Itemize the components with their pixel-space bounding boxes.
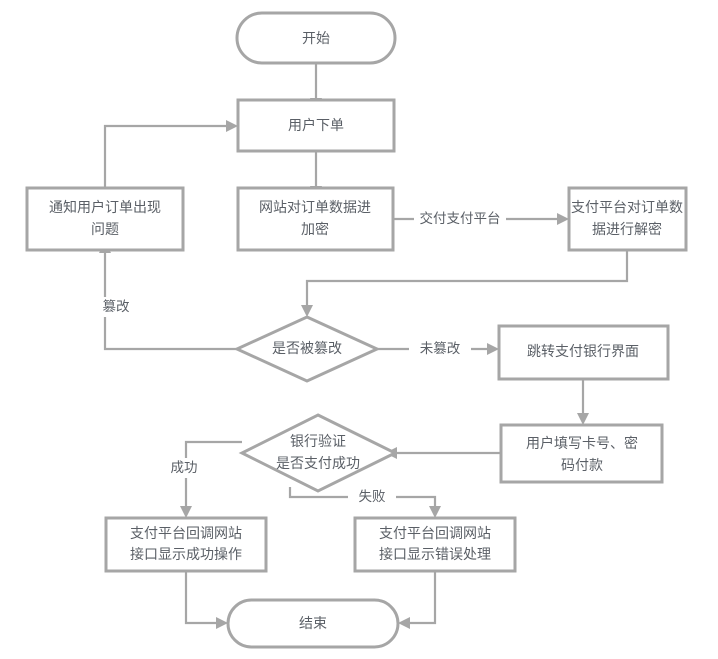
edge-callback-success-to-end xyxy=(184,571,228,629)
not-tampered-label: 未篡改 xyxy=(420,340,461,357)
node-callback-success[interactable]: 支付平台回调网站 接口显示成功操作 xyxy=(104,516,268,573)
site-encrypt-label-line2: 加密 xyxy=(301,221,329,238)
edge-jump-bank-to-fill-card xyxy=(577,379,589,425)
edge-label-deliver-platform: 交付支付平台 xyxy=(414,209,506,229)
notify-problem-shape xyxy=(25,186,185,252)
start-shape xyxy=(235,11,397,65)
user-order-label: 用户下单 xyxy=(288,117,344,134)
callback-success-shape xyxy=(104,516,268,573)
node-site-encrypt[interactable]: 网站对订单数据进 加密 xyxy=(236,186,395,252)
node-tampered-check[interactable]: 是否被篡改 xyxy=(233,315,381,383)
deliver-platform-label-bg xyxy=(414,209,506,229)
failure-label: 失败 xyxy=(359,489,386,505)
not-tampered-label-bg xyxy=(409,339,471,359)
node-user-order[interactable]: 用户下单 xyxy=(236,98,396,153)
fill-card-label-line2: 码付款 xyxy=(561,458,603,474)
site-encrypt-label-line1: 网站对订单数据进 xyxy=(259,200,371,216)
platform-decrypt-label-line2: 据进行解密 xyxy=(592,221,662,238)
notify-problem-label-line2: 问题 xyxy=(91,222,119,238)
bank-verify-label-line1: 银行验证 xyxy=(290,434,346,450)
edge-label-failure: 失败 xyxy=(348,487,396,507)
success-label: 成功 xyxy=(171,460,198,476)
notify-problem-label-line1: 通知用户订单出现 xyxy=(49,199,161,216)
deliver-platform-label: 交付支付平台 xyxy=(420,210,501,227)
edge-label-tampered: 篡改 xyxy=(92,297,140,317)
edge-label-layer: 交付支付平台 篡改 未篡改 成功 失败 xyxy=(92,209,506,507)
edge-fill-card-to-bank-verify xyxy=(385,447,501,459)
node-jump-bank[interactable]: 跳转支付银行界面 xyxy=(497,324,670,381)
platform-decrypt-label-line1: 支付平台对订单数 xyxy=(571,200,683,216)
fill-card-shape xyxy=(499,423,664,484)
bank-verify-label-line2: 是否支付成功 xyxy=(276,456,360,472)
site-encrypt-shape xyxy=(236,186,395,252)
failure-label-bg xyxy=(348,487,396,507)
end-shape xyxy=(226,598,400,649)
jump-bank-label: 跳转支付银行界面 xyxy=(527,344,639,360)
edge-label-not-tampered: 未篡改 xyxy=(409,339,471,359)
edge-success-to-callback-success xyxy=(180,440,242,518)
node-callback-error[interactable]: 支付平台回调网站 接口显示错误处理 xyxy=(353,516,517,573)
callback-error-shape xyxy=(353,516,517,573)
platform-decrypt-shape xyxy=(567,186,688,252)
edge-platform-decrypt-to-tampered-check xyxy=(301,250,629,317)
jump-bank-shape xyxy=(497,324,670,381)
node-start[interactable]: 开始 xyxy=(235,11,397,65)
end-label: 结束 xyxy=(299,616,327,632)
user-order-shape xyxy=(236,98,396,153)
callback-error-label-line2: 接口显示错误处理 xyxy=(379,546,491,563)
callback-success-label-line1: 支付平台回调网站 xyxy=(130,526,242,542)
fill-card-label-line1: 用户填写卡号、密 xyxy=(526,435,638,452)
bank-verify-shape xyxy=(238,413,399,493)
tampered-label-bg xyxy=(92,297,140,317)
callback-success-label-line2: 接口显示成功操作 xyxy=(130,546,242,563)
tampered-check-shape xyxy=(233,315,381,383)
callback-error-label-line1: 支付平台回调网站 xyxy=(379,526,491,542)
node-notify-problem[interactable]: 通知用户订单出现 问题 xyxy=(25,186,185,252)
success-label-bg xyxy=(160,458,208,478)
tampered-check-label: 是否被篡改 xyxy=(272,340,342,357)
edge-tampered-to-notify-problem xyxy=(99,241,237,351)
node-platform-decrypt[interactable]: 支付平台对订单数 据进行解密 xyxy=(567,186,688,252)
start-label: 开始 xyxy=(302,31,330,47)
edge-callback-error-to-end xyxy=(398,571,437,629)
node-fill-card[interactable]: 用户填写卡号、密 码付款 xyxy=(499,423,664,484)
node-end[interactable]: 结束 xyxy=(226,598,400,649)
edge-notify-problem-to-user-order xyxy=(103,120,238,187)
edge-label-success: 成功 xyxy=(160,458,208,478)
tampered-label: 篡改 xyxy=(103,298,130,315)
node-bank-verify[interactable]: 银行验证 是否支付成功 xyxy=(238,413,399,493)
